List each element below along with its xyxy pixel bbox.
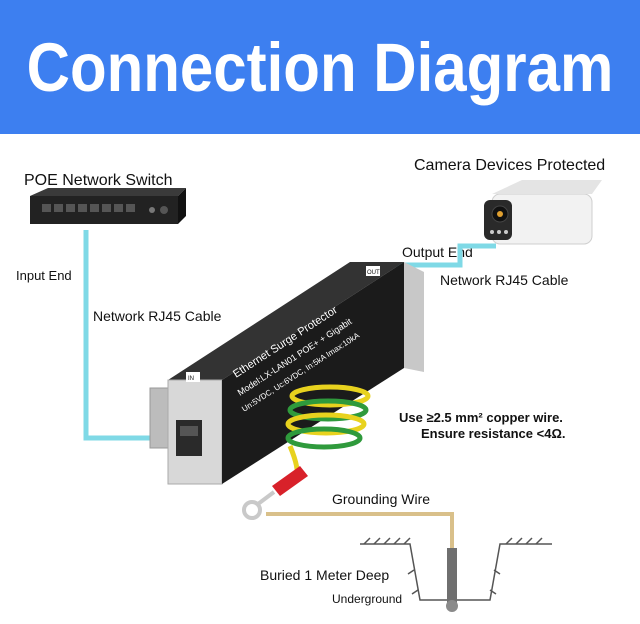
grounding-label: Grounding Wire (332, 491, 431, 507)
buried-label: Buried 1 Meter Deep (260, 567, 390, 583)
bullet-camera-icon (484, 180, 602, 245)
diagram-canvas: Ethernet Surge Protector Model:LX-LAN01 … (30, 180, 602, 612)
out-tag: OUT (367, 270, 380, 276)
camera-label: Camera Devices Protected (414, 157, 606, 174)
input-end-label: Input End (16, 268, 72, 283)
page-title: Connection Diagram (26, 28, 614, 106)
ground-wire (266, 512, 454, 548)
copper-note-line1: Use ≥2.5 mm² copper wire. (399, 410, 563, 425)
in-tag: IN (188, 376, 194, 382)
network-switch-icon (30, 188, 186, 224)
output-end-label: Output End (402, 244, 473, 260)
surge-protector-icon: Ethernet Surge Protector Model:LX-LAN01 … (149, 262, 424, 485)
cable-left-label: Network RJ45 Cable (93, 308, 222, 324)
ring-lug-icon (242, 466, 308, 520)
copper-note-line2: Ensure resistance <4Ω. (421, 426, 566, 441)
ground-rod-icon (446, 548, 458, 612)
ground-spiral-icon (285, 384, 371, 480)
switch-label: POE Network Switch (24, 172, 173, 189)
output-cable (392, 243, 496, 268)
title-banner: Connection Diagram (0, 0, 640, 134)
input-cable (83, 230, 178, 441)
cable-right-label: Network RJ45 Cable (440, 272, 569, 288)
underground-label: Underground (332, 592, 403, 606)
